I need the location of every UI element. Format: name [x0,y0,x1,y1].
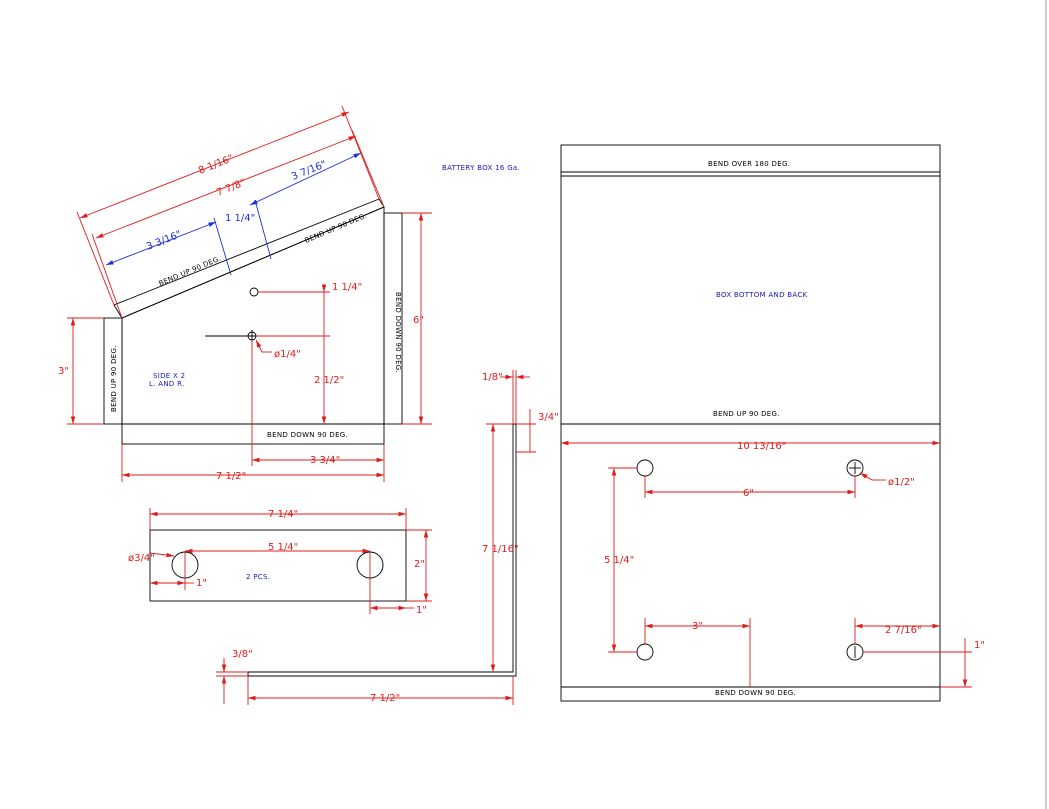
bracket-dim-hole-dia: ø3/4" [128,553,155,564]
angle-profile: 1/8" 3/4" 7 1/16" 3/8" 7 1/2" [216,370,559,705]
side-bend-right-label: BEND DOWN 90 DEG. [394,292,402,373]
box-dim-edge-bottom: 1" [974,640,985,651]
leader-bracket-hole [149,552,175,558]
side-dim-blue-right: 3 7/16" [290,159,328,183]
box-dim-hole-dia: ø1/2" [888,477,915,488]
ext-line [76,211,115,306]
side-bend-top-label: BEND UP 90 DEG. [158,254,223,287]
side-dim-hole-offset: 1 1/4" [332,282,362,293]
bracket-dim-height: 2" [414,559,425,570]
side-bend-left-label: BEND UP 90 DEG. [110,345,118,412]
dim-blue-right-line [249,152,362,206]
side-hole-upper [249,287,259,297]
side-note-line1: SIDE X 2 [153,372,185,380]
box-dim-edge-right: 2 7/16" [885,625,922,636]
angle-outline [247,424,517,677]
side-dim-inner-top: 7 7/8" [215,177,247,198]
leader-hole-dia [255,339,263,353]
ext-line-blue [213,217,232,276]
angle-dim-height: 7 1/16" [482,544,519,555]
side-dim-overall-top: 8 1/16" [197,153,235,177]
angle-dim-top-leg: 3/4" [538,412,559,423]
leader-box-hole [859,472,873,481]
bracket-note: 2 PCS. [246,573,270,581]
box-dim-hole-spacing-x: 6" [743,488,754,499]
ext-line [351,129,385,208]
side-dim-blue-left: 3 3/16" [145,229,183,253]
bracket-outline [149,529,407,602]
angle-dim-top-thk: 1/8" [482,372,503,383]
box-dim-hole-offset: 3" [692,621,703,632]
ext-line [341,105,380,200]
angle-dim-length: 7 1/2" [370,693,400,704]
box-bend-top-label: BEND OVER 180 DEG. [708,160,790,168]
ext-line [91,233,123,319]
box-dim-hole-spacing-y: 5 1/4" [604,555,634,566]
side-note-line2: L. AND R. [149,380,185,388]
side-bottom-flange [121,423,385,445]
box-bend-mid-label: BEND UP 90 DEG. [713,410,780,418]
side-dim-hole-from-right: 3 3/4" [310,455,340,466]
side-right-flange [383,212,403,425]
side-dim-hole-height: 2 1/2" [314,375,344,386]
side-dim-hole-dia: ø1/4" [274,349,301,360]
box-panel: BEND OVER 180 DEG. BOX BOTTOM AND BACK B… [560,144,985,702]
bracket-dim-width: 7 1/4" [268,509,298,520]
box-bend-bottom-label: BEND DOWN 90 DEG. [715,689,796,697]
side-dim-blue-gap: 1 1/4" [225,213,255,224]
side-dim-width: 7 1/2" [216,471,246,482]
dim-blue-left-line [105,221,217,266]
bracket-dim-edge-left: 1" [196,578,207,589]
box-hole-bottom-left [636,643,654,661]
bracket: 2 PCS. 7 1/4" 5 1/4" ø3/4" 1" 1" 2" [128,508,432,616]
ext-line-blue [254,199,272,260]
title-note: BATTERY BOX 16 Ga. [442,164,520,172]
box-dim-width: 10 13/16" [737,441,786,452]
side-bend-bottom-label: BEND DOWN 90 DEG. [267,431,348,439]
box-hole-top-left [636,459,654,477]
side-dim-height-right: 6" [413,315,424,326]
side-dim-height-left: 3" [58,366,69,377]
side-panel: BEND UP 90 DEG. BEND UP 90 DEG. BEND UP … [58,105,432,482]
bracket-dim-hole-spacing: 5 1/4" [268,542,298,553]
box-outline [560,144,941,702]
angle-dim-bottom-thk: 3/8" [232,649,253,660]
bracket-dim-edge-right: 1" [416,605,427,616]
box-center-note: BOX BOTTOM AND BACK [716,291,808,299]
side-left-flange [103,317,123,425]
